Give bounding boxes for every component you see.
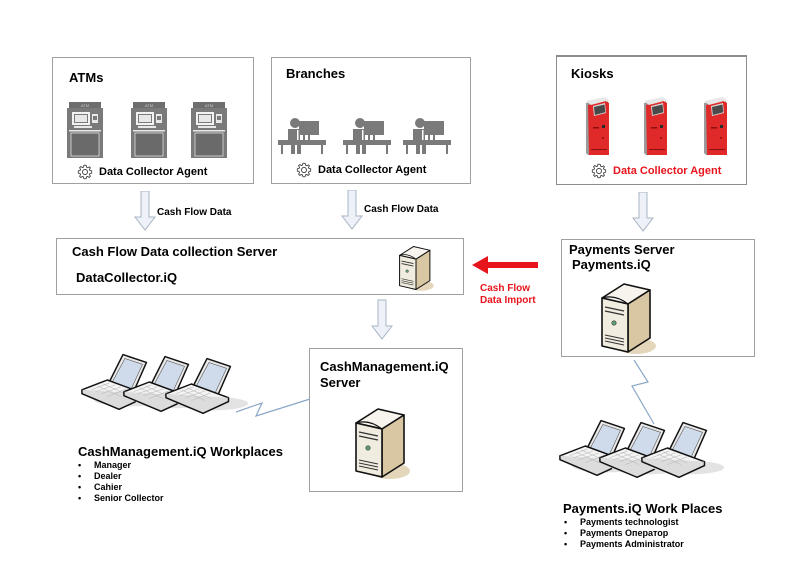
kiosk-icon (701, 97, 731, 157)
kiosks-box: Kiosks Data Collector Agent (556, 55, 747, 185)
kiosk-icon (583, 97, 613, 157)
collection-server-box: Cash Flow Data collection Server DataCol… (56, 238, 464, 295)
cm-server-title-line1: CashManagement.iQ (320, 359, 449, 374)
atms-agent: Data Collector Agent (77, 164, 207, 180)
flow-label-branches: Cash Flow Data (364, 204, 439, 215)
role-item: Payments Оператор (562, 528, 684, 539)
cm-server-title-line2: Server (320, 375, 361, 390)
import-label: Cash Flow Data Import (480, 283, 536, 307)
import-label-line1: Cash Flow (480, 283, 531, 294)
branches-agent: Data Collector Agent (296, 162, 426, 178)
kiosks-title: Kiosks (571, 66, 614, 81)
atm-icon (129, 102, 169, 158)
collection-server-title: Cash Flow Data collection Server (72, 244, 278, 259)
import-label-line2: Data Import (480, 295, 536, 306)
role-item: Dealer (76, 471, 164, 482)
payments-server-product: Payments.iQ (572, 257, 651, 272)
role-item: Cahier (76, 482, 164, 493)
agent-label: Data Collector Agent (99, 166, 208, 178)
branches-title: Branches (286, 66, 346, 81)
server-icon (352, 405, 412, 481)
gear-icon (591, 163, 607, 179)
role-item: Senior Collector (76, 493, 164, 504)
teller-desk-icon (342, 116, 392, 156)
agent-label: Data Collector Agent (613, 165, 722, 177)
payments-workplaces-roles: Payments technologist Payments Оператор … (562, 517, 684, 550)
teller-desk-icon (277, 116, 327, 156)
import-arrow-icon (472, 256, 538, 274)
cm-workplaces-title: CashManagement.iQ Workplaces (78, 444, 283, 459)
payments-workplaces-title: Payments.iQ Work Places (563, 501, 723, 516)
agent-label: Data Collector Agent (318, 164, 427, 176)
network-link-icon (236, 398, 311, 417)
kiosks-agent: Data Collector Agent (591, 163, 721, 179)
gear-icon (296, 162, 312, 178)
down-arrow-icon (341, 190, 363, 230)
down-arrow-icon (134, 191, 156, 231)
payments-server-box: Payments Server Payments.iQ (561, 239, 755, 357)
role-item: Payments Administrator (562, 539, 684, 550)
gear-icon (77, 164, 93, 180)
kiosk-icon (641, 97, 671, 157)
down-arrow-icon (632, 192, 654, 232)
server-icon (598, 280, 658, 356)
teller-desk-icon (402, 116, 452, 156)
down-arrow-icon (371, 298, 393, 342)
atms-box: ATMs Data Collector Agent (52, 57, 254, 184)
atm-icon (189, 102, 229, 158)
role-item: Manager (76, 460, 164, 471)
cm-workplaces-roles: Manager Dealer Cahier Senior Collector (76, 460, 164, 504)
role-item: Payments technologist (562, 517, 684, 528)
network-link-icon (631, 359, 655, 425)
cm-server-box: CashManagement.iQ Server (309, 348, 463, 492)
laptop-icon (638, 418, 726, 478)
collection-server-product: DataCollector.iQ (76, 270, 178, 285)
laptop-icon (162, 354, 250, 414)
payments-server-title: Payments Server (569, 242, 675, 257)
flow-label-atms: Cash Flow Data (157, 207, 232, 218)
atms-title: ATMs (69, 70, 104, 85)
atm-icon (65, 102, 105, 158)
branches-box: Branches Data Collector Agent (271, 57, 471, 184)
server-icon (397, 244, 435, 292)
